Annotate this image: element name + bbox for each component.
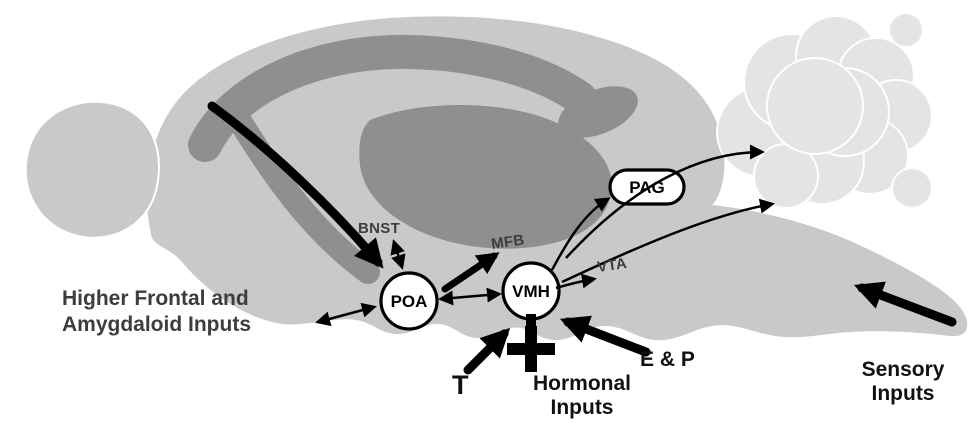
hormonal-inputs-label-line2: Inputs <box>551 396 614 419</box>
sensory-inputs-label-line1: Sensory <box>862 358 945 381</box>
ep-input-label: E & P <box>640 348 695 371</box>
vta-label: VTA <box>596 255 628 276</box>
t-input-arrow <box>463 327 511 375</box>
vmh-midbrain-lower-arrow <box>561 198 775 284</box>
vmh-vta-arrow <box>555 273 597 290</box>
bnst-poa-double-arrow <box>390 239 406 270</box>
frontal-poa-double-arrow <box>315 302 377 327</box>
poa-vmh-double-arrow <box>438 287 502 306</box>
plus-horizontal-bar <box>507 343 555 355</box>
frontal-inputs-label-line2: Amygdaloid Inputs <box>62 313 251 336</box>
habenular-mass <box>558 86 638 138</box>
lateral-ventricle-slit <box>324 70 496 101</box>
t-input-label: T <box>452 370 469 400</box>
mfb-label: MFB <box>490 231 525 252</box>
thalamus-mass <box>359 105 612 249</box>
cerebellum-paraflocculus <box>891 167 933 209</box>
poa-node-label: POA <box>391 292 428 311</box>
cerebellum-lobe <box>766 57 864 155</box>
frontal-input-thick-arrow <box>207 101 384 269</box>
hormonal-inputs-label-line1: Hormonal <box>533 372 631 395</box>
pag-node-label: PAG <box>629 178 665 197</box>
corpus-callosum-band <box>188 34 597 162</box>
vmh-pag-arrow <box>550 197 611 271</box>
cerebellum-flocculus <box>888 12 924 48</box>
poa-node <box>379 271 439 331</box>
bnst-label: BNST <box>358 220 400 237</box>
ventricle-slit <box>324 70 496 101</box>
sensory-input-arrow <box>853 281 957 327</box>
frontal-inputs-label-line1: Higher Frontal and <box>62 287 249 310</box>
ep-input-arrow <box>559 315 651 357</box>
inner-structures-masses <box>359 86 638 249</box>
olfactory-bulb <box>24 100 160 239</box>
cerebellum <box>716 12 933 209</box>
plus-stem-connector <box>526 314 536 330</box>
sensory-inputs-label-line2: Inputs <box>872 382 935 405</box>
mfb-arrow <box>441 252 500 293</box>
plus-icon <box>507 314 555 372</box>
vmh-node-label: VMH <box>512 282 550 301</box>
vmh-midbrain-upper-arrow <box>565 144 765 259</box>
